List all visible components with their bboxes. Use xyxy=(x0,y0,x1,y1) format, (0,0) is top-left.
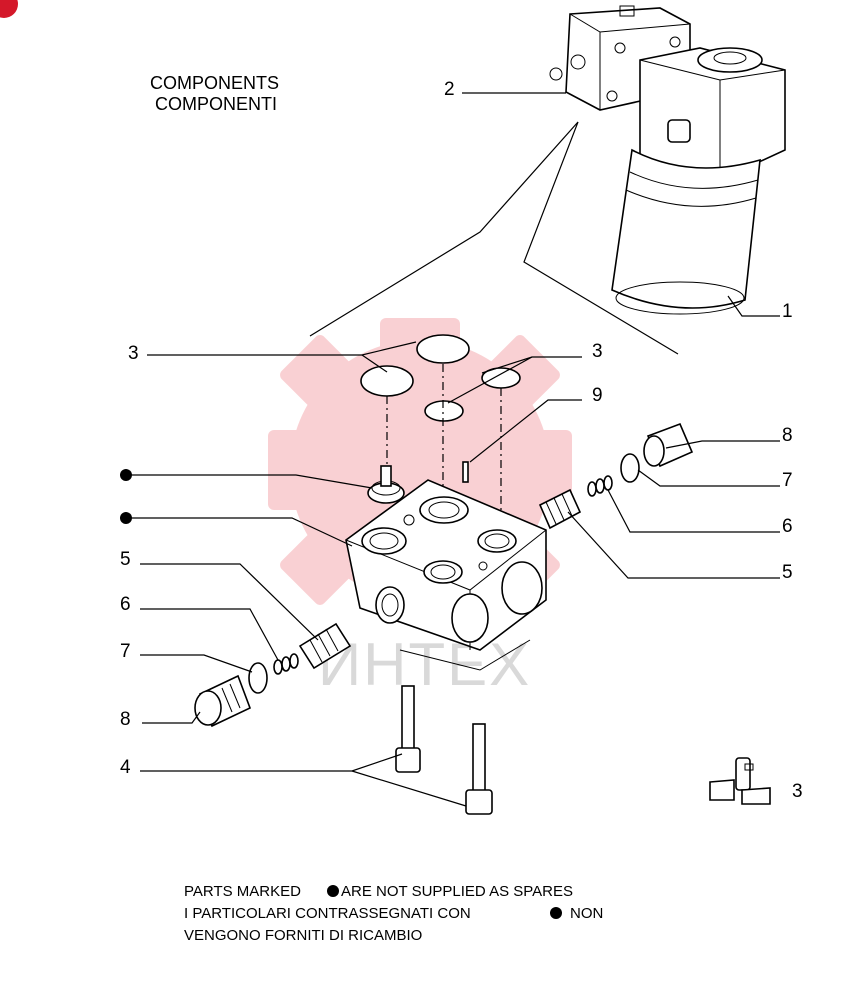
not-supplied-marker-2 xyxy=(120,512,132,524)
part-8-plug-right xyxy=(643,422,694,468)
footnote-line1-a: PARTS MARKED xyxy=(184,883,301,900)
callout-8-left: 8 xyxy=(120,709,131,730)
valve-block-body xyxy=(345,479,547,671)
callout-3-left: 3 xyxy=(128,343,139,364)
callout-3-kit: 3 xyxy=(792,781,803,802)
footnote-line2-a: I PARTICOLARI CONTRASSEGNATI CON xyxy=(184,905,471,922)
part-1-steering-unit xyxy=(611,47,786,315)
fitting-not-supplied-1 xyxy=(367,465,405,504)
part-6-ring-right xyxy=(587,475,613,497)
part-5-spring-left xyxy=(298,622,352,670)
part-7-seal-right xyxy=(620,453,640,483)
part-5-spring-right xyxy=(538,488,582,530)
callout-6-left: 6 xyxy=(120,594,131,615)
seal-kit-icon xyxy=(709,757,771,805)
footnote-line3: VENGONO FORNITI DI RICAMBIO xyxy=(184,927,422,944)
footnote-line1-b: ARE NOT SUPPLIED AS SPARES xyxy=(341,883,573,900)
part-6-ring-left xyxy=(273,653,299,675)
watermark-text: ИНТЕХ xyxy=(318,631,531,698)
part-3-o-rings xyxy=(360,334,521,422)
callout-3-right: 3 xyxy=(592,341,603,362)
part-4-bolts xyxy=(395,685,493,815)
callout-2: 2 xyxy=(444,79,455,100)
assembly-wedge-right xyxy=(523,121,679,355)
not-supplied-marker-1 xyxy=(120,469,132,481)
callout-7-right: 7 xyxy=(782,470,793,491)
footnote-marker-1 xyxy=(327,885,339,897)
part-9-pin xyxy=(462,461,469,483)
callout-1: 1 xyxy=(782,301,793,322)
corner-marker xyxy=(0,0,18,18)
header-componenti: COMPONENTI xyxy=(155,94,277,114)
callout-7-left: 7 xyxy=(120,641,131,662)
part-8-plug-left xyxy=(194,674,252,728)
header-components: COMPONENTS xyxy=(150,73,279,93)
callout-6-right: 6 xyxy=(782,516,793,537)
callout-5-right: 5 xyxy=(782,562,793,583)
callout-4: 4 xyxy=(120,757,131,778)
assembly-wedge-left xyxy=(309,121,579,337)
part-7-seal-left xyxy=(248,662,268,694)
callout-5-left: 5 xyxy=(120,549,131,570)
footnote-line2-b: NON xyxy=(570,905,603,922)
callout-8-right: 8 xyxy=(782,425,793,446)
footnote-marker-2 xyxy=(550,907,562,919)
footnote-line1: PARTS MARKED xyxy=(184,883,301,900)
callout-9: 9 xyxy=(592,385,603,406)
